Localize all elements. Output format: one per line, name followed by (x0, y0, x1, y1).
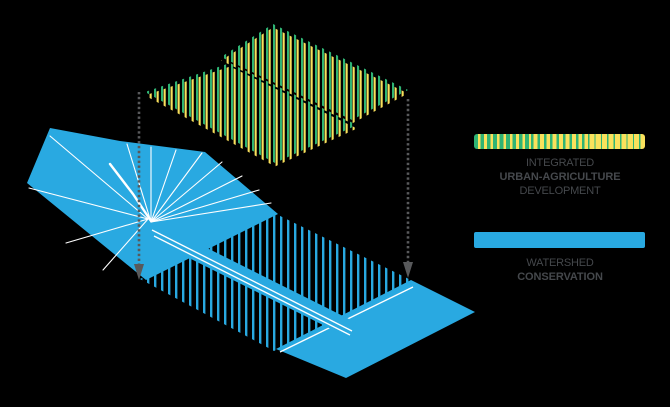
drainage-left-lines (28, 135, 149, 271)
watershed-plane (27, 128, 475, 378)
agriculture-field-upper (221, 24, 408, 124)
dashed-arrow-right-icon (403, 99, 413, 278)
agriculture-field-lower (145, 63, 357, 167)
watershed-terrace (276, 280, 475, 378)
agriculture-plane (145, 24, 408, 167)
drainage-fan-lines (126, 143, 272, 223)
road-edge-lines (151, 229, 353, 336)
river-line (108, 162, 153, 223)
dashed-arrow-left-icon (134, 92, 144, 280)
watershed-terrain (27, 128, 278, 280)
